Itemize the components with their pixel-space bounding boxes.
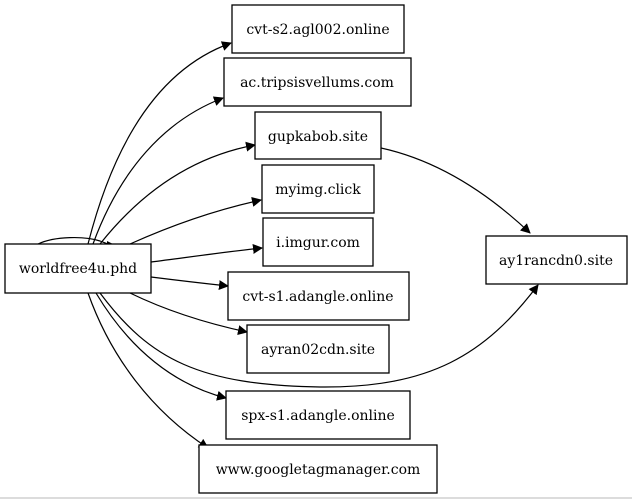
node-ay1rancdn0[interactable]: ay1rancdn0.site bbox=[485, 235, 628, 285]
node-label: worldfree4u.phd bbox=[19, 261, 137, 277]
node-label: ayran02cdn.site bbox=[261, 342, 375, 358]
node-gupkabob[interactable]: gupkabob.site bbox=[254, 111, 382, 160]
edge-to-spx-s1 bbox=[95, 292, 227, 401]
edge-to-ayran02cdn bbox=[129, 292, 248, 336]
node-worldfree4u[interactable]: worldfree4u.phd bbox=[4, 243, 152, 294]
node-imgur[interactable]: i.imgur.com bbox=[262, 217, 374, 267]
node-ac-tripsisvellums[interactable]: ac.tripsisvellums.com bbox=[223, 57, 412, 107]
edge-to-ay1rancdn0 bbox=[99, 284, 539, 388]
node-label: spx-s1.adangle.online bbox=[241, 408, 395, 424]
node-label: i.imgur.com bbox=[276, 235, 360, 251]
node-googletagmanager[interactable]: www.googletagmanager.com bbox=[198, 444, 438, 494]
edge-to-ac-tripsisvellums bbox=[92, 96, 224, 245]
edges bbox=[37, 41, 539, 449]
edge-to-imgur bbox=[150, 243, 263, 263]
edge-to-gupkabob bbox=[99, 141, 256, 245]
edge-to-myimg bbox=[129, 197, 262, 245]
node-myimg[interactable]: myimg.click bbox=[261, 164, 375, 214]
node-label: cvt-s1.adangle.online bbox=[242, 289, 393, 305]
node-label: www.googletagmanager.com bbox=[216, 462, 421, 478]
node-cvt-s1-adangle[interactable]: cvt-s1.adangle.online bbox=[227, 271, 410, 321]
edge-gupkabob-to-ay1rancdn0 bbox=[380, 147, 531, 234]
node-label: gupkabob.site bbox=[268, 129, 368, 145]
node-label: ac.tripsisvellums.com bbox=[240, 75, 394, 91]
edge-to-cvt-s1 bbox=[150, 276, 229, 291]
node-label: ay1rancdn0.site bbox=[499, 253, 613, 269]
edge-to-cvt-s2 bbox=[87, 41, 232, 245]
node-ayran02cdn[interactable]: ayran02cdn.site bbox=[246, 324, 390, 374]
edge-to-googletagmanager bbox=[87, 292, 209, 449]
node-spx-s1-adangle[interactable]: spx-s1.adangle.online bbox=[225, 390, 411, 440]
node-cvt-s2-agl002[interactable]: cvt-s2.agl002.online bbox=[231, 4, 405, 54]
node-label: cvt-s2.agl002.online bbox=[246, 22, 389, 38]
node-label: myimg.click bbox=[275, 182, 361, 198]
